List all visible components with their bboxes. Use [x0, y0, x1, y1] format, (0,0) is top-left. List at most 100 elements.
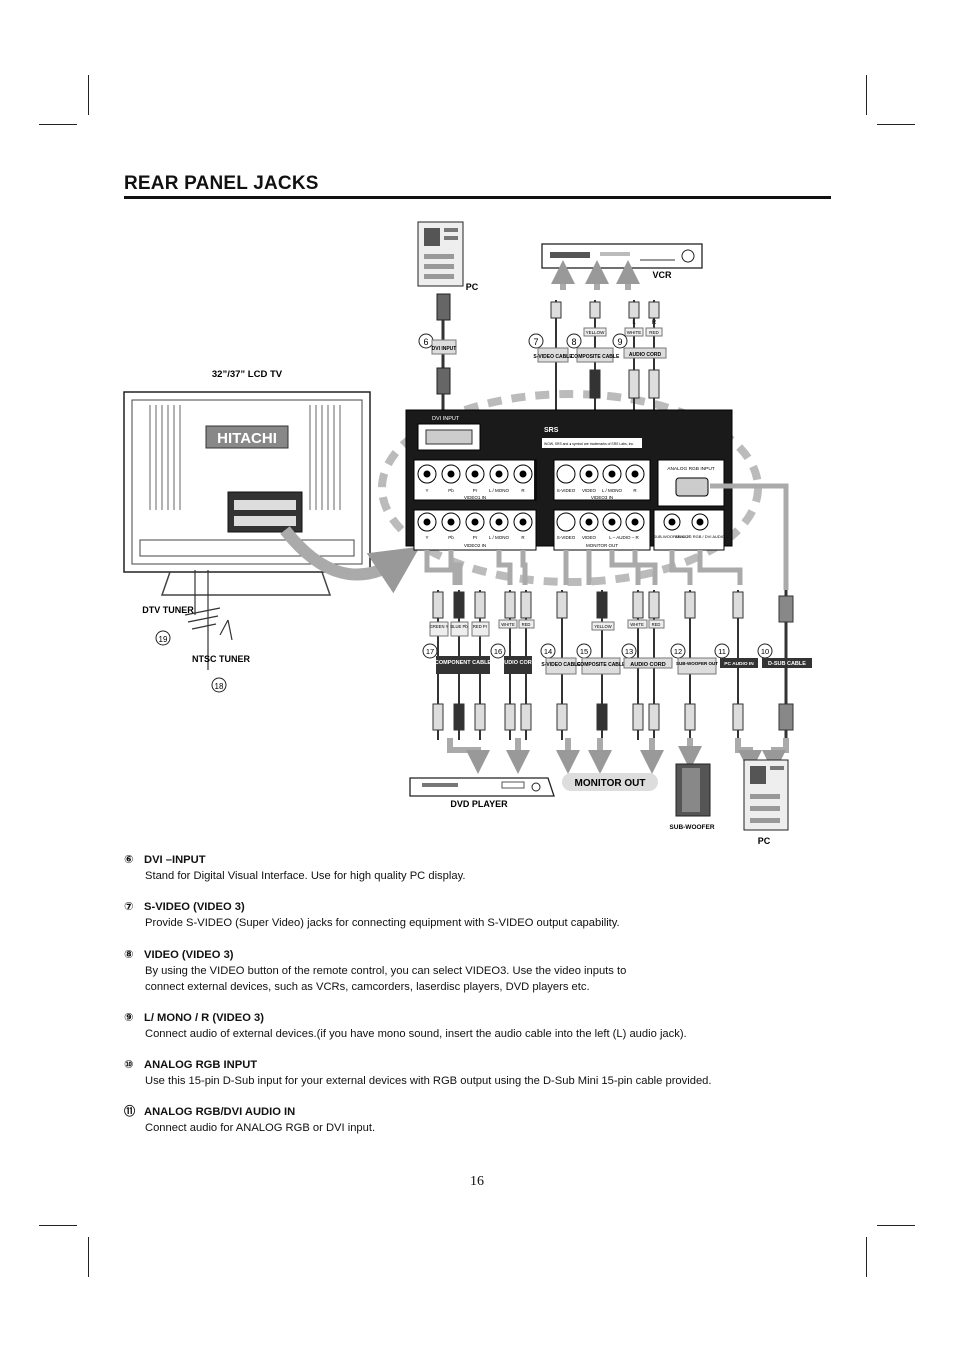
dvi-input-tag: DVI INPUT	[432, 346, 457, 352]
section-heading: DVI –INPUT	[144, 854, 206, 866]
subwoofer-label: SUB-WOOFER	[669, 824, 714, 831]
num-8: 8	[571, 337, 576, 347]
num-15: 15	[580, 647, 588, 656]
pc-top-label: PC	[466, 282, 479, 292]
panel-l-audio-r: L – AUDIO – R	[609, 535, 639, 540]
composite-cable-15-label: COMPOSITE CABLE	[577, 662, 626, 668]
panel-video1-in: VIDEO1 IN	[464, 495, 486, 500]
num-10: 10	[761, 647, 769, 656]
section-number: ⑦	[124, 901, 134, 913]
panel-pr-1: Pr	[473, 488, 478, 493]
svideo-cable-14-label: S-VIDEO CABLE	[541, 662, 581, 668]
red-16: RED	[522, 622, 531, 627]
audio-cord-top: AUDIO CORD	[629, 352, 662, 358]
num-6: 6	[423, 337, 428, 347]
panel-srs-note: WOW, SRS and ● symbol are trademarks of …	[544, 442, 634, 446]
section-heading: ANALOG RGB/DVI AUDIO IN	[144, 1106, 296, 1118]
vcr-label: VCR	[652, 270, 672, 280]
composite-cable-top: COMPOSITE CABLE	[571, 354, 620, 360]
panel-lmono-2: L / MONO	[489, 535, 510, 540]
ntsc-tuner-label: NTSC TUNER	[192, 654, 250, 664]
panel-r-2: R	[521, 535, 525, 540]
rear-jack-panel: DVI INPUT SRS WOW, SRS and ● symbol are …	[405, 409, 733, 551]
dsub-cable-label: D-SUB CABLE	[768, 661, 806, 667]
num-9: 9	[617, 337, 622, 347]
rear-panel-diagram: HITACHI 32”/37” LCD TV DTV TUNER 19 NTSC…	[123, 221, 812, 846]
title-rule	[124, 196, 831, 199]
section-text: connect external devices, such as VCRs, …	[145, 981, 590, 993]
panel-video-3: VIDEO	[582, 488, 597, 493]
pc-top-icon	[417, 221, 464, 287]
yellow-15: YELLOW	[594, 624, 612, 629]
pc-bottom-label: PC	[758, 836, 771, 846]
crop-mark	[88, 1237, 89, 1277]
panel-pb-2: Pb	[448, 535, 454, 540]
crop-mark	[39, 1225, 77, 1226]
dsub-cable-loop	[710, 483, 789, 590]
panel-analog-rgb-dvi-audio: ANALOG RGB / DVI AUDIO	[675, 534, 725, 539]
panel-lmono-1: L / MONO	[489, 488, 510, 493]
panel-video-mo: VIDEO	[582, 535, 597, 540]
panel-r-1: R	[521, 488, 525, 493]
crop-mark	[88, 75, 89, 115]
crop-mark	[877, 124, 915, 125]
subwoofer-out-label: SUB-WOOFER OUT	[676, 661, 718, 666]
antenna-icon	[184, 570, 233, 670]
panel-y-1: Y	[425, 488, 428, 493]
crop-mark	[866, 1237, 867, 1277]
panel-y-2: Y	[425, 535, 428, 540]
num-7: 7	[533, 337, 538, 347]
red-top: RED	[649, 330, 659, 335]
yellow-top: YELLOW	[586, 330, 606, 335]
num-14: 14	[544, 647, 552, 656]
panel-lmono-3: L / MONO	[602, 488, 623, 493]
section-text: Stand for Digital Visual Interface. Use …	[145, 870, 466, 882]
dvd-player-label: DVD PLAYER	[450, 799, 508, 809]
panel-r-3: R	[633, 488, 637, 493]
blue-pb: BLUE Pb	[450, 624, 468, 629]
component-cable-label: COMPONENT CABLE	[435, 660, 492, 666]
panel-video2-in: VIDEO2 IN	[464, 543, 486, 548]
lcd-tv-back: HITACHI	[123, 391, 371, 596]
tv-label: 32”/37” LCD TV	[212, 369, 283, 380]
subwoofer-icon	[675, 763, 711, 817]
dvd-player-icon	[409, 777, 555, 797]
section-number: ⑨	[124, 1012, 134, 1024]
section-text: Connect audio for ANALOG RGB or DVI inpu…	[145, 1122, 376, 1134]
section-text: Provide S-VIDEO (Super Video) jacks for …	[145, 917, 620, 929]
panel-subwoofer-out: SUB-WOOFER OUT	[653, 534, 691, 539]
r-top: R	[652, 320, 657, 326]
zoom-arrow	[280, 526, 420, 594]
panel-srs: SRS	[544, 427, 559, 434]
pc-audio-in-label: PC AUDIO IN	[724, 661, 754, 667]
svideo-cable-top: S-VIDEO CABLE	[533, 354, 573, 360]
white-top: WHITE	[627, 330, 642, 335]
panel-analog-rgb-input: ANALOG RGB INPUT	[667, 466, 715, 472]
panel-pb-1: Pb	[448, 488, 454, 493]
panel-monitor-out: MONITOR OUT	[586, 543, 618, 548]
num-19: 19	[159, 635, 168, 644]
red-pr: RED Pr	[473, 624, 488, 629]
panel-svideo-mo: S-VIDEO	[557, 535, 576, 540]
section-heading: S-VIDEO (VIDEO 3)	[144, 901, 245, 913]
page-number: 16	[470, 1174, 484, 1189]
panel-pr-2: Pr	[473, 535, 478, 540]
red-13: RED	[652, 622, 661, 627]
pc-bottom-icon	[743, 759, 789, 831]
panel-video3-in: VIDEO3 IN	[591, 495, 613, 500]
bottom-device-arrows	[447, 738, 789, 774]
num-18: 18	[215, 682, 224, 691]
section-heading: VIDEO (VIDEO 3)	[144, 949, 234, 961]
section-heading: L/ MONO / R (VIDEO 3)	[144, 1012, 264, 1024]
monitor-out-label: MONITOR OUT	[575, 778, 646, 789]
num-12: 12	[674, 647, 682, 656]
dtv-tuner-label: DTV TUNER	[142, 605, 194, 615]
panel-svideo-3: S-VIDEO	[557, 488, 576, 493]
num-11: 11	[718, 647, 726, 656]
white-13: WHITE	[630, 622, 644, 627]
audio-cord-13-label: AUDIO CORD	[630, 662, 665, 668]
audio-cord-16-label: AUDIO CORD	[500, 660, 535, 666]
